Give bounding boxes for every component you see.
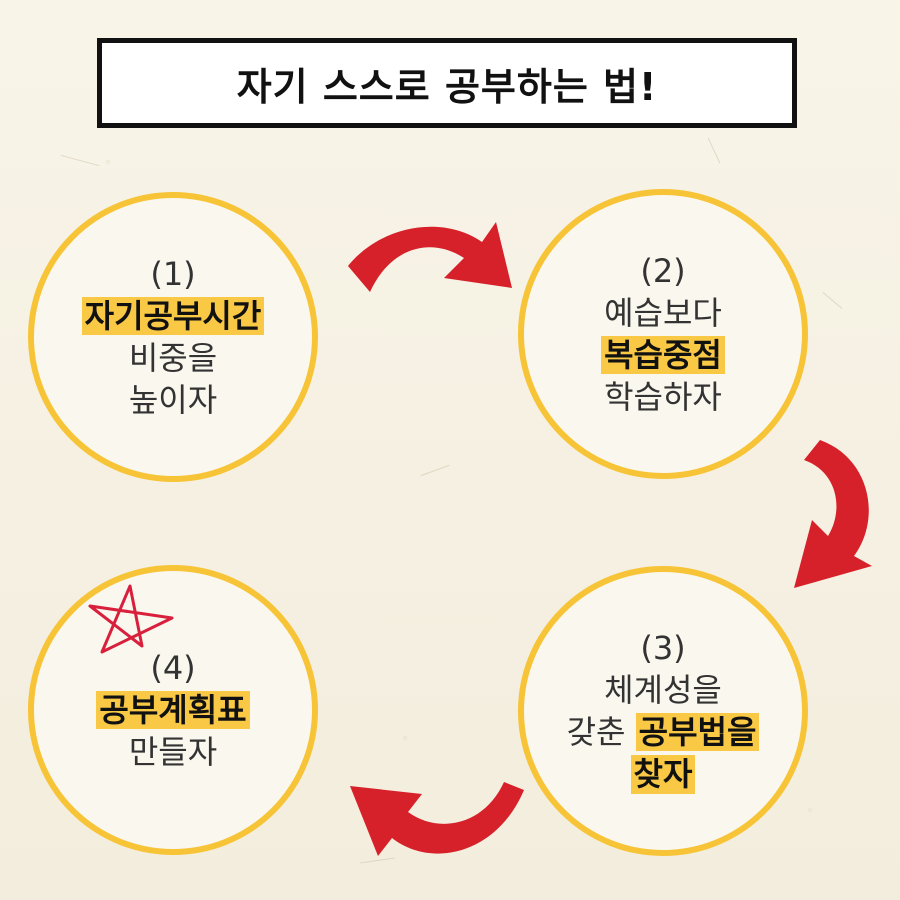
step-1-highlight: 자기공부시간 <box>81 296 265 336</box>
star-doodle-icon <box>88 584 174 654</box>
step-3-line1: 체계성을 <box>604 670 722 709</box>
step-3-highlight: 공부법을 <box>635 713 760 752</box>
step-1-line2: 비중을 <box>128 339 218 377</box>
step-3-circle: (3) 체계성을 갖춘 공부법을 찾자 <box>518 566 808 856</box>
step-2-highlight: 복습중점 <box>601 336 725 375</box>
page-title: 자기 스스로 공부하는 법! <box>236 64 658 109</box>
step-3-number: (3) <box>640 628 686 667</box>
step-2-circle: (2) 예습보다 복습중점 학습하자 <box>518 189 808 479</box>
step-4-highlight: 공부계획표 <box>96 690 250 730</box>
step-2-number: (2) <box>640 251 686 290</box>
step-2-line3: 학습하자 <box>604 378 722 417</box>
step-3-highlight2: 찾자 <box>630 755 696 794</box>
step-4-line2: 만들자 <box>128 733 218 772</box>
step-4-circle: (4) 공부계획표 만들자 <box>28 565 318 855</box>
step-4-number: (4) <box>150 648 196 687</box>
step-1-line3: 높이자 <box>128 381 218 420</box>
title-box: 자기 스스로 공부하는 법! <box>97 38 797 128</box>
curved-arrow-icon <box>348 222 512 292</box>
step-1-circle: (1) 자기공부시간 비중을 높이자 <box>28 192 318 482</box>
curved-arrow-icon <box>794 440 872 588</box>
step-2-line1: 예습보다 <box>604 293 722 332</box>
curved-arrow-icon <box>350 782 524 856</box>
step-1-number: (1) <box>150 254 196 293</box>
step-3-prefix: 갖춘 <box>566 713 626 751</box>
